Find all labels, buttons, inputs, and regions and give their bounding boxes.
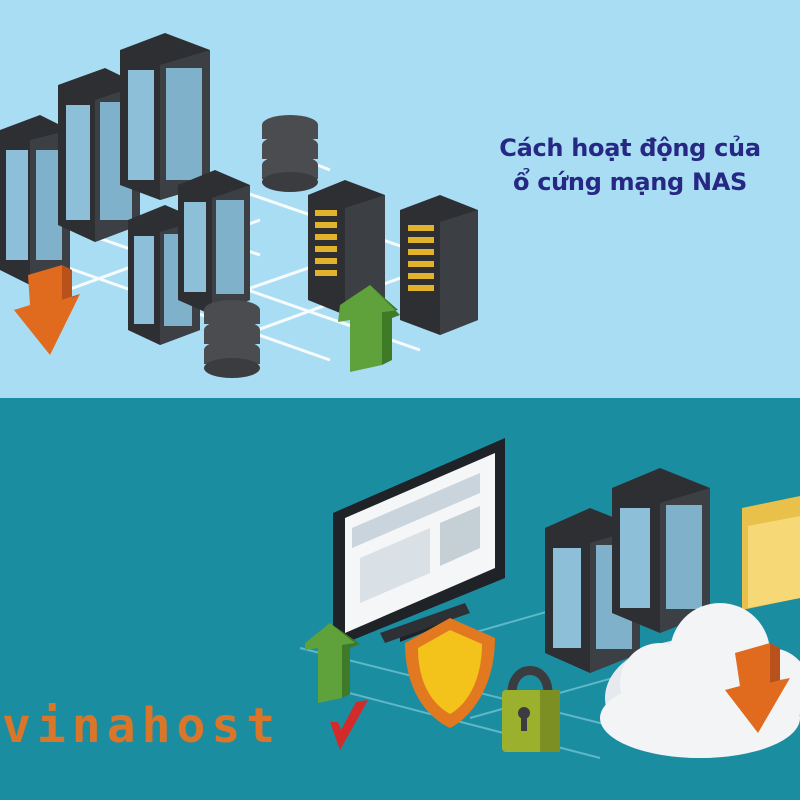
upload-arrow-icon [305, 623, 360, 703]
title-line-2: ổ cứng mạng NAS [512, 168, 748, 196]
server-rack-icon [308, 180, 385, 315]
brand-mark-icon [330, 700, 368, 750]
network-illustration [0, 33, 478, 378]
server-rack-icon [120, 33, 210, 200]
download-arrow-icon [14, 265, 80, 355]
padlock-icon [502, 666, 560, 752]
brand-name: vinahost [2, 698, 282, 754]
server-rack-icon [0, 115, 70, 285]
top-illustration-panel: Cách hoạt động của ổ cứng mạng NAS [0, 0, 800, 398]
folder-icon [742, 496, 800, 610]
security-illustration [299, 438, 800, 759]
monitor-icon [333, 438, 505, 648]
server-rack-icon [178, 170, 250, 315]
database-stack-icon [262, 115, 318, 192]
server-rack-icon [612, 468, 710, 633]
server-rack-icon [400, 195, 478, 335]
title-line-1: Cách hoạt động của [499, 134, 761, 162]
shield-icon [405, 618, 495, 728]
database-stack-icon [204, 300, 260, 378]
page-title: Cách hoạt động của ổ cứng mạng NAS [470, 131, 790, 199]
bottom-illustration-panel: vinahost [0, 398, 800, 800]
upload-arrow-icon [338, 285, 400, 372]
download-arrow-icon [725, 643, 790, 733]
